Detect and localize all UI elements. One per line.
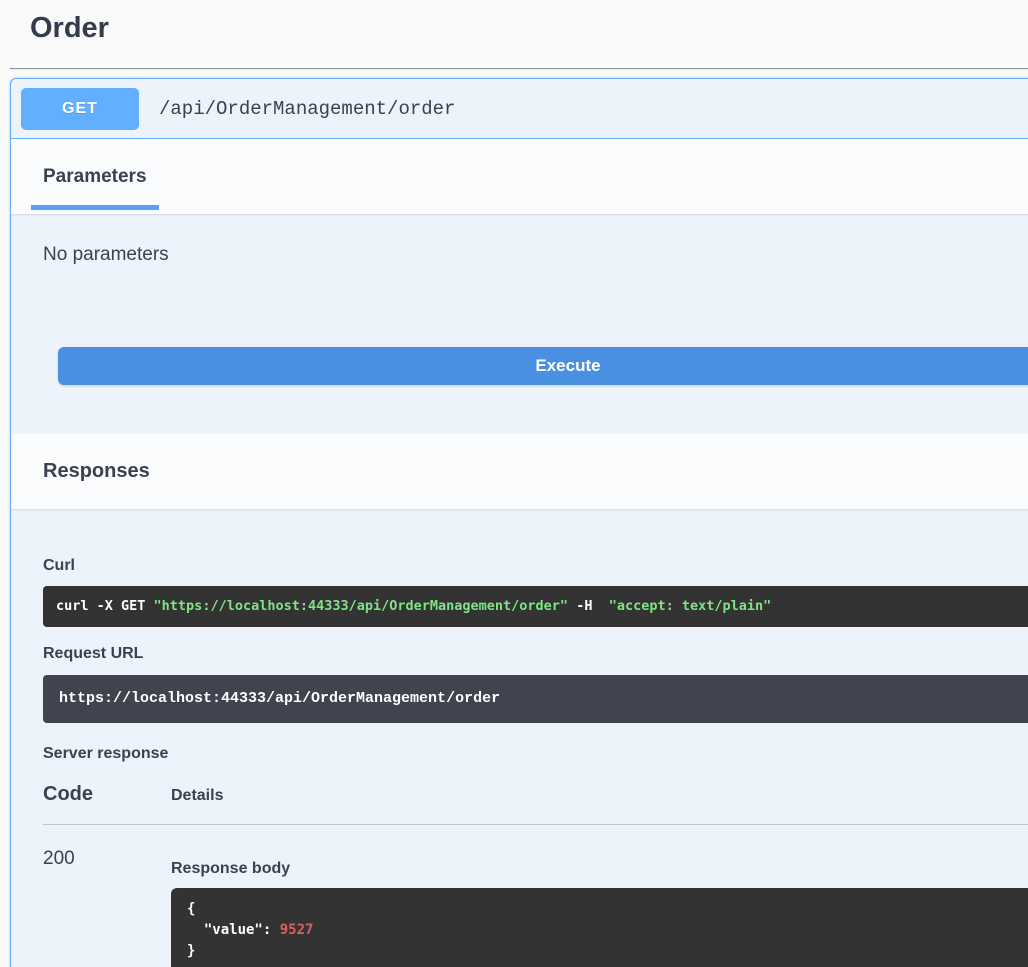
tab-parameters[interactable]: Parameters [31, 139, 159, 214]
server-response-table: Code Details 200 Response body { "value"… [43, 783, 1028, 967]
tag-section: Order [0, 0, 1028, 68]
no-parameters-text: No parameters [43, 244, 169, 265]
tab-parameters-label: Parameters [43, 165, 147, 187]
curl-label: Curl [43, 557, 75, 574]
request-url-value: https://localhost:44333/api/OrderManagem… [43, 675, 1028, 723]
http-method-badge: GET [21, 87, 139, 130]
active-tab-underline [31, 205, 159, 210]
curl-cmd-text: curl -X GET [56, 598, 154, 614]
opblock-summary[interactable]: GET /api/OrderManagement/order [11, 79, 1028, 139]
json-open-brace: { [187, 901, 196, 917]
json-close-brace: } [187, 943, 196, 959]
responses-section-title: Responses [43, 460, 150, 482]
endpoint-path: /api/OrderManagement/order [159, 97, 456, 120]
json-key: "value": [187, 922, 280, 938]
parameters-tab-header: Parameters [11, 139, 1028, 214]
section-divider [10, 68, 1028, 69]
responses-section-header: Responses [11, 434, 1028, 509]
code-column-header: Code [43, 783, 93, 805]
response-body-code: { "value": 9527} [171, 888, 1028, 967]
details-column-header: Details [171, 787, 224, 804]
page-title: Order [30, 12, 109, 44]
server-response-label: Server response [43, 745, 169, 762]
response-details-cell: Response body { "value": 9527} [171, 848, 1028, 967]
curl-url-string: "https://localhost:44333/api/OrderManage… [153, 598, 569, 614]
response-table-header: Code Details [43, 783, 1028, 825]
responses-inner: Curl curl -X GET "https://localhost:4433… [11, 509, 1028, 967]
response-table-row: 200 Response body { "value": 9527} [43, 825, 1028, 967]
curl-header-flag: -H [568, 598, 601, 614]
request-url-label: Request URL [43, 645, 144, 662]
response-status-code: 200 [43, 848, 75, 869]
response-body-label: Response body [171, 860, 291, 877]
opblock-get-order: GET /api/OrderManagement/order Parameter… [10, 78, 1028, 967]
curl-header-string: "accept: text/plain" [600, 598, 772, 614]
parameters-body: No parameters Execute [11, 214, 1028, 434]
json-number-value: 9527 [279, 922, 314, 938]
curl-command[interactable]: curl -X GET "https://localhost:44333/api… [43, 586, 1028, 627]
execute-button[interactable]: Execute [58, 347, 1028, 385]
